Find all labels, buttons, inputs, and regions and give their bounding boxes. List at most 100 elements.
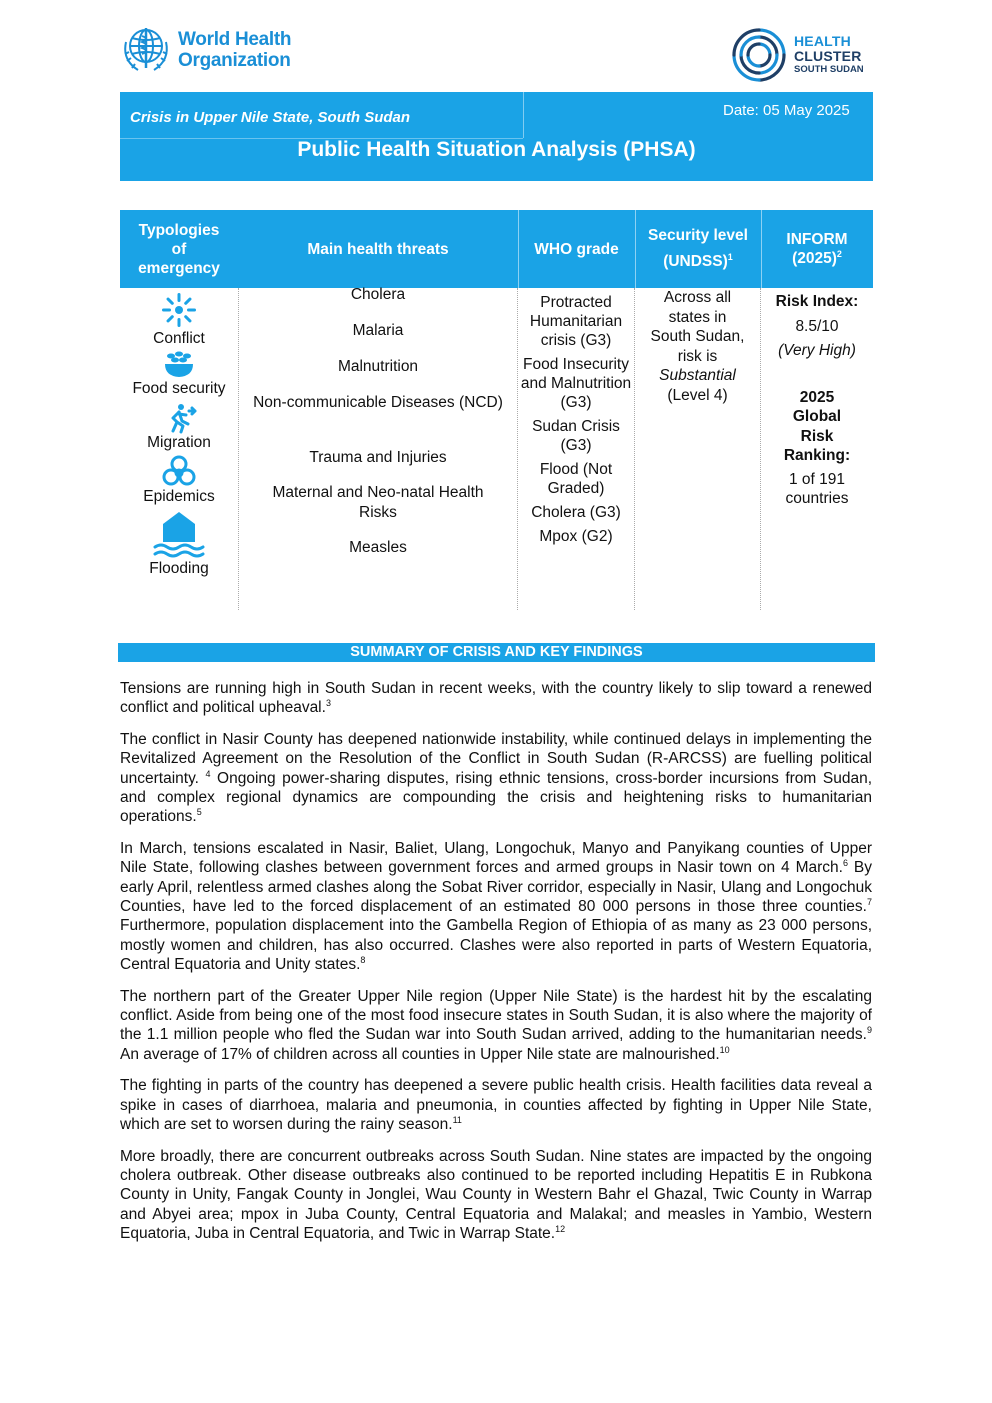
banner-subtitle: Crisis in Upper Nile State, South Sudan xyxy=(130,109,411,126)
footnote-ref[interactable]: 6 xyxy=(842,858,848,869)
header-inform: INFORM (2025)2 xyxy=(761,210,873,288)
footnote-ref[interactable]: 8 xyxy=(360,954,366,965)
banner-divider xyxy=(523,92,524,138)
grade-item: Cholera (G3) xyxy=(531,504,621,521)
grade-item: Sudan Crisis (G3) xyxy=(532,418,620,454)
typology-migration: Migration xyxy=(120,402,238,452)
ranking-value: 1 of 191 countries xyxy=(785,470,849,508)
paragraph-text: Furthermore, population displacement int… xyxy=(120,917,872,973)
typology-epidemics: Epidemics xyxy=(120,454,238,506)
footnote-ref-2[interactable]: 2 xyxy=(836,248,842,259)
risk-index-label: Risk Index: xyxy=(775,293,859,310)
banner-divider-horizontal xyxy=(120,138,523,139)
footnote-ref-1[interactable]: 1 xyxy=(727,251,733,262)
table-header: Typologies of emergency Main health thre… xyxy=(120,210,873,288)
who-name-line2: Organization xyxy=(178,50,291,71)
summary-paragraph: The conflict in Nasir County has deepene… xyxy=(120,730,872,826)
health-threats-column: Cholera Malaria Malnutrition Non-communi… xyxy=(238,286,518,610)
header-separator xyxy=(635,210,636,288)
header-security-line1: Security level xyxy=(648,227,748,244)
grade-item: Protracted Humanitarian crisis (G3) xyxy=(529,294,623,349)
biohazard-icon xyxy=(162,455,196,486)
footnote-ref[interactable]: 4 xyxy=(205,768,211,779)
grade-item: Flood (Not Graded) xyxy=(539,461,613,497)
paragraph-text: The northern part of the Greater Upper N… xyxy=(120,987,872,1044)
summary-paragraph: The fighting in parts of the country has… xyxy=(120,1076,872,1134)
typology-label: Flooding xyxy=(149,560,209,577)
ranking-label: 2025 Global Risk Ranking: xyxy=(783,388,851,465)
paragraph-text: In March, tensions escalated in Nasir, B… xyxy=(120,840,872,877)
typology-label: Conflict xyxy=(153,330,205,347)
security-level-value: Substantial xyxy=(659,367,736,384)
summary-paragraph: In March, tensions escalated in Nasir, B… xyxy=(120,839,872,974)
summary-paragraph: More broadly, there are concurrent outbr… xyxy=(120,1147,872,1243)
header-typologies: Typologies of emergency xyxy=(120,210,238,288)
document-title: Public Health Situation Analysis (PHSA) xyxy=(297,138,696,161)
header-separator xyxy=(518,210,519,288)
who-logo: World Health Organization xyxy=(118,22,292,78)
header-security-line2: (UNDSS) xyxy=(663,253,728,270)
typology-label: Epidemics xyxy=(143,488,215,505)
header-typologies-line3: emergency xyxy=(138,259,220,277)
header-inform-line2: (2025) xyxy=(792,250,837,267)
header-security-level: Security level (UNDSS)1 xyxy=(635,210,761,288)
summary-heading: SUMMARY OF CRISIS AND KEY FINDINGS xyxy=(118,643,875,662)
paragraph-text: An average of 17% of children across all… xyxy=(120,1045,720,1063)
title-banner: Crisis in Upper Nile State, South Sudan … xyxy=(120,92,873,181)
health-cluster-swirl-icon xyxy=(732,28,786,82)
paragraph-text: The fighting in parts of the country has… xyxy=(120,1077,872,1133)
who-emblem-icon xyxy=(124,28,168,71)
paragraph-text: Tensions are running high in South Sudan… xyxy=(120,680,872,717)
security-level-column: Across all states in South Sudan, risk i… xyxy=(635,288,761,610)
footnote-ref[interactable]: 7 xyxy=(866,896,872,907)
paragraph-text: By early April, relentless armed clashes… xyxy=(120,859,872,915)
threat-item: Non-communicable Diseases (NCD) xyxy=(253,394,503,411)
summary-paragraph: Tensions are running high in South Sudan… xyxy=(120,679,872,718)
health-cluster-logo: HEALTH CLUSTER SOUTH SUDAN xyxy=(728,24,864,86)
header-who-grade: WHO grade xyxy=(534,240,619,258)
footnote-ref[interactable]: 3 xyxy=(325,698,331,709)
report-date: Date: 05 May 2025 xyxy=(723,102,850,119)
conflict-icon xyxy=(162,293,196,327)
flood-icon xyxy=(153,512,205,558)
security-text: Across all states in South Sudan, risk i… xyxy=(650,289,745,365)
header-separator xyxy=(761,210,762,288)
summary-paragraph: The northern part of the Greater Upper N… xyxy=(120,987,872,1064)
threat-item: Cholera xyxy=(350,286,406,303)
header-typologies-line2: of xyxy=(171,240,187,258)
footnote-ref[interactable]: 5 xyxy=(196,807,202,818)
summary-body: Tensions are running high in South Sudan… xyxy=(120,679,872,1256)
footnote-ref[interactable]: 9 xyxy=(866,1025,872,1036)
food-security-icon xyxy=(165,351,193,377)
security-level-number: (Level 4) xyxy=(667,386,728,404)
typology-label: Food security xyxy=(132,380,226,397)
threat-item: Malnutrition xyxy=(337,358,419,375)
typologies-column: Conflict Food security xyxy=(120,288,238,610)
grade-item: Food Insecurity and Malnutrition (G3) xyxy=(520,356,632,411)
who-name-line1: World Health xyxy=(178,29,292,50)
threat-item: Maternal and Neo-natal Health Risks xyxy=(272,484,484,521)
paragraph-text: Ongoing power-sharing disputes, rising e… xyxy=(120,769,872,826)
typology-label: Migration xyxy=(147,434,211,451)
emergency-overview-table: Typologies of emergency Main health thre… xyxy=(120,210,873,610)
inform-column: Risk Index: 8.5/10 (Very High) 2025 Glob… xyxy=(761,288,873,610)
risk-index-value: 8.5/10 xyxy=(795,317,839,335)
typology-food-security: Food security xyxy=(120,350,238,398)
who-grade-column: Protracted Humanitarian crisis (G3) Food… xyxy=(518,288,635,610)
cluster-name-line1: HEALTH xyxy=(794,33,851,49)
threat-item: Trauma and Injuries xyxy=(309,449,447,466)
cluster-name-line3: SOUTH SUDAN xyxy=(794,64,864,75)
threat-item: Malaria xyxy=(352,322,404,339)
footnote-ref[interactable]: 12 xyxy=(555,1223,566,1234)
threat-item: Measles xyxy=(349,539,407,556)
paragraph-text: The conflict in Nasir County has deepene… xyxy=(120,731,872,787)
table-body: Conflict Food security xyxy=(120,286,873,610)
migration-icon xyxy=(171,404,197,434)
header-inform-line1: INFORM xyxy=(786,231,848,248)
typology-flooding: Flooding xyxy=(120,510,238,578)
header-threats: Main health threats xyxy=(307,240,449,258)
paragraph-text: More broadly, there are concurrent outbr… xyxy=(120,1147,872,1242)
footnote-ref[interactable]: 11 xyxy=(452,1114,462,1125)
footnote-ref[interactable]: 10 xyxy=(719,1044,730,1055)
typology-conflict: Conflict xyxy=(120,290,238,348)
